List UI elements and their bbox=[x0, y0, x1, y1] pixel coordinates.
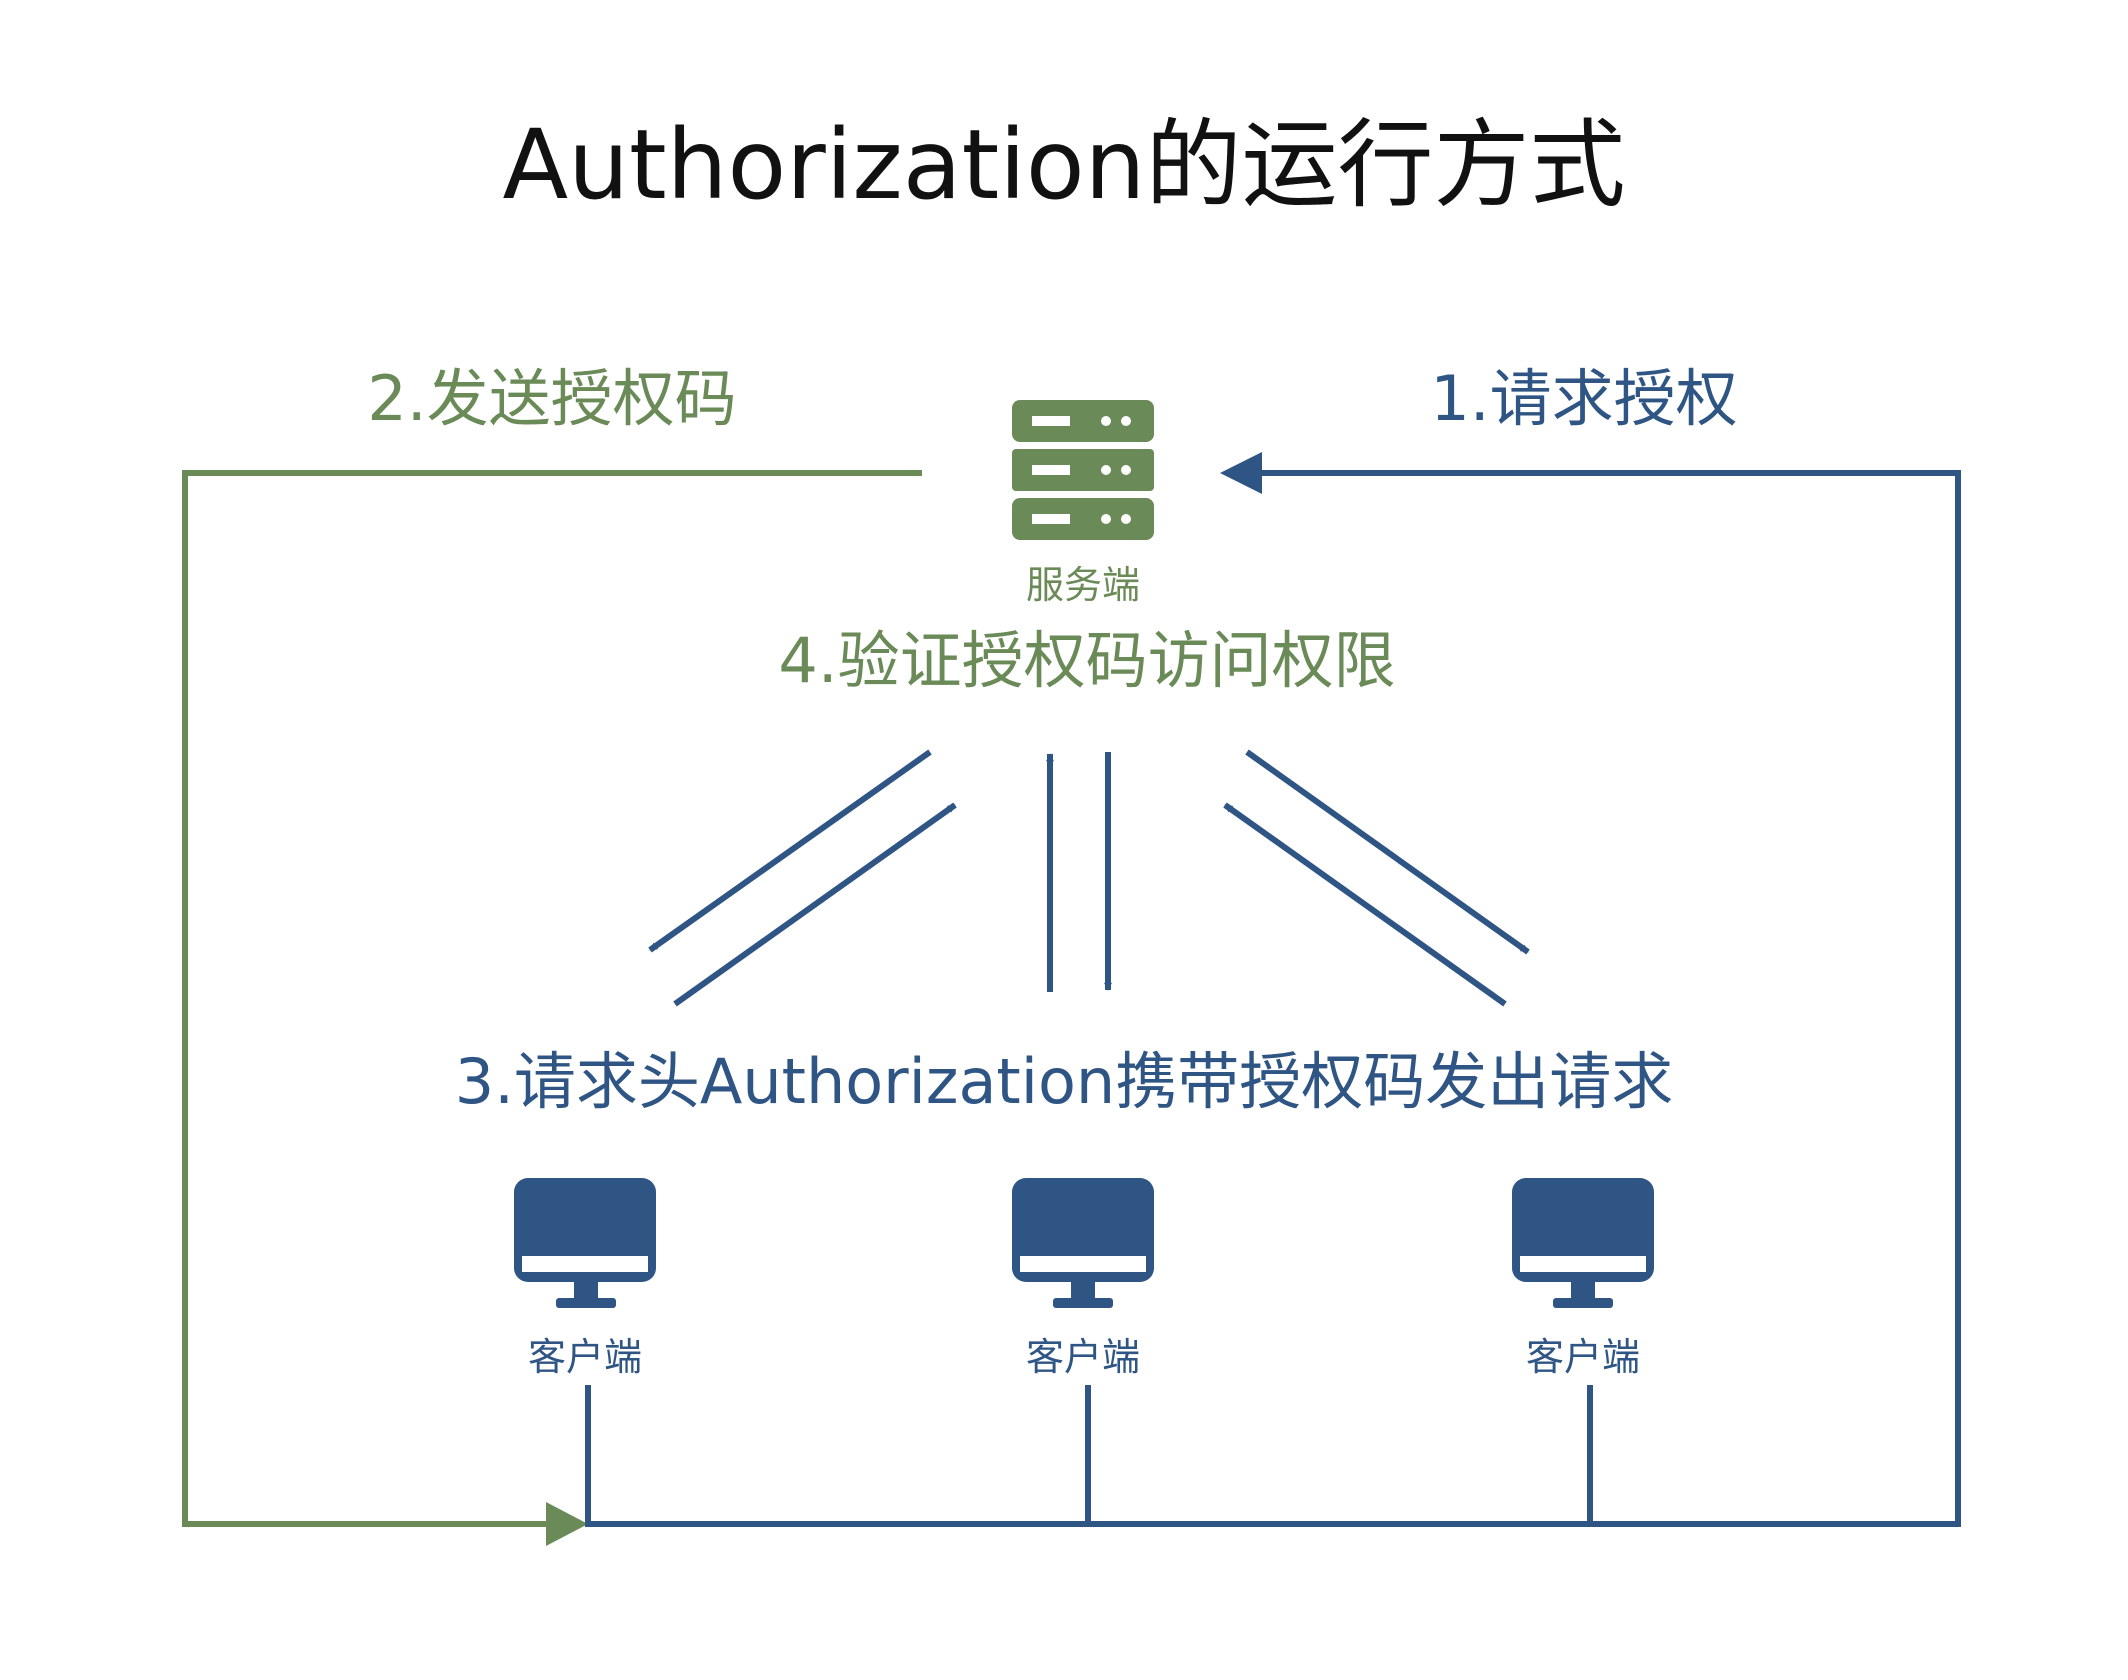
monitor-icon bbox=[1512, 1178, 1654, 1308]
client-monitor-1: 客户端 bbox=[514, 1178, 656, 1379]
send-auth-code-path bbox=[182, 470, 922, 1546]
request-response-arrows bbox=[648, 749, 1530, 1007]
client-label: 客户端 bbox=[1026, 1335, 1140, 1379]
client-monitor-2: 客户端 bbox=[1012, 1178, 1154, 1379]
left-up-arrow bbox=[673, 802, 957, 1007]
client-label: 客户端 bbox=[1526, 1335, 1640, 1379]
server-label: 服务端 bbox=[1026, 563, 1140, 607]
step-1-label: 1.请求授权 bbox=[1430, 362, 1737, 435]
request-auth-path bbox=[585, 452, 1961, 1527]
left-down-arrow bbox=[648, 749, 932, 953]
page-title: Authorization的运行方式 bbox=[503, 109, 1626, 221]
right-up-arrow bbox=[1223, 802, 1507, 1007]
monitor-icon bbox=[1012, 1178, 1154, 1308]
server-icon bbox=[1012, 400, 1154, 540]
client-monitor-3: 客户端 bbox=[1512, 1178, 1654, 1379]
step-4-label: 4.验证授权码访问权限 bbox=[778, 624, 1395, 697]
monitor-icon bbox=[514, 1178, 656, 1308]
client-label: 客户端 bbox=[528, 1335, 642, 1379]
step-2-label: 2.发送授权码 bbox=[367, 362, 736, 435]
step-3-label: 3.请求头Authorization携带授权码发出请求 bbox=[455, 1045, 1673, 1118]
right-down-arrow bbox=[1245, 749, 1530, 955]
